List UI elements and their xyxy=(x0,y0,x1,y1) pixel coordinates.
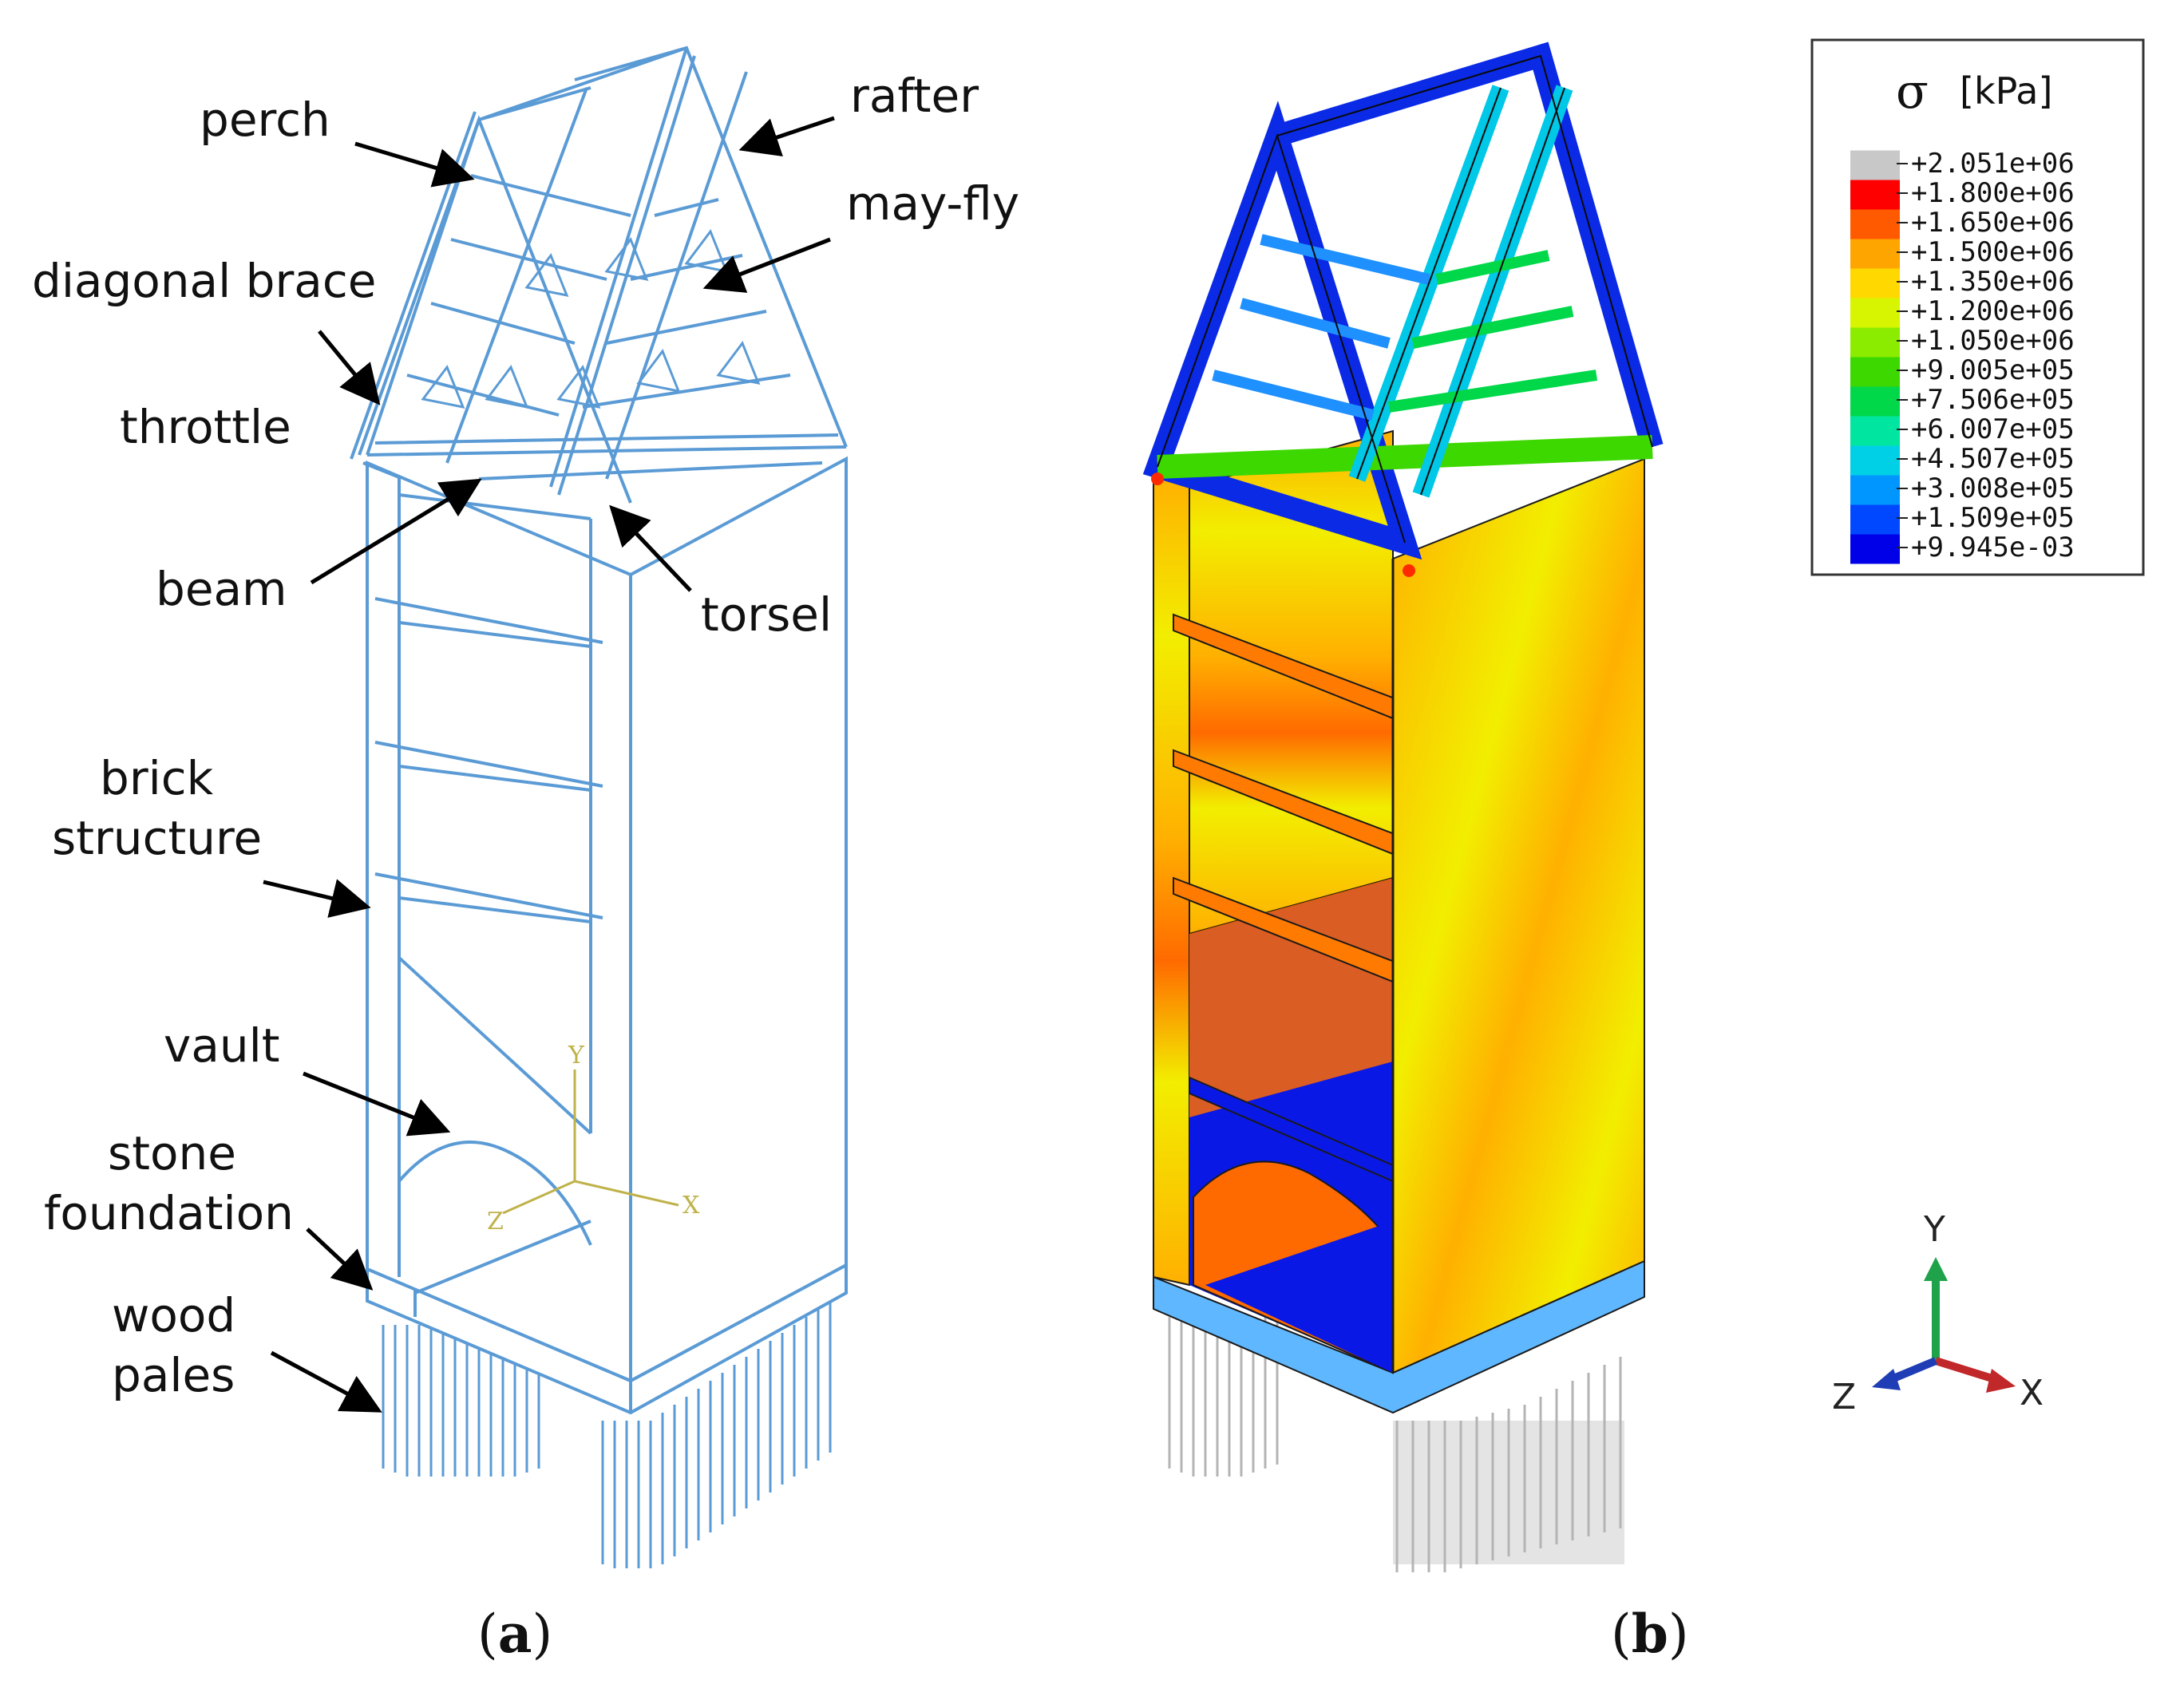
left-wall-contour xyxy=(1153,473,1190,1287)
legend-swatch xyxy=(1850,298,1900,328)
legend-value: +4.507e+05 xyxy=(1911,443,2075,475)
legend-value: +1.350e+06 xyxy=(1911,266,2075,298)
legend-value: +6.007e+05 xyxy=(1911,413,2075,445)
legend-swatch xyxy=(1850,416,1900,446)
vault-arch xyxy=(398,1141,592,1295)
label-wood-line2: pales xyxy=(112,1348,235,1402)
panel-a-model: Y X Z xyxy=(350,45,848,1568)
stress-legend: σ [kPa] +2.051e+06+1.800e+06+1.650e+06+1… xyxy=(1810,38,2145,576)
label-torsel: torsel xyxy=(701,587,832,642)
legend-value: +3.008e+05 xyxy=(1911,472,2075,504)
roof-truss xyxy=(350,45,848,504)
label-vault: vault xyxy=(164,1018,279,1073)
legend-value: +1.509e+05 xyxy=(1911,502,2075,534)
caption-b: (b) xyxy=(1611,1603,1689,1665)
roof-contour xyxy=(1142,42,1664,560)
legend-swatch xyxy=(1850,445,1900,476)
legend-swatch xyxy=(1850,386,1900,417)
triad-x-label: X xyxy=(2020,1373,2044,1413)
label-diagonal-brace: diagonal brace xyxy=(32,254,376,308)
label-stone-line1: stone xyxy=(108,1126,236,1180)
legend-swatch xyxy=(1850,475,1900,505)
legend-value: +1.050e+06 xyxy=(1911,325,2075,357)
legend-value: +1.800e+06 xyxy=(1911,177,2075,209)
legend-value: +9.945e-03 xyxy=(1911,532,2075,563)
legend-swatch xyxy=(1850,180,1900,210)
label-beam: beam xyxy=(156,562,287,616)
label-brick-line2: structure xyxy=(52,811,262,865)
wood-pales-left xyxy=(382,1325,540,1477)
legend-swatch xyxy=(1850,357,1900,387)
right-wall-contour xyxy=(1392,457,1645,1374)
axis-x-label: X xyxy=(682,1192,700,1220)
legend-swatch xyxy=(1850,268,1900,298)
axis-z-label: Z xyxy=(487,1208,504,1235)
legend-value: +1.500e+06 xyxy=(1911,236,2075,268)
legend-swatch xyxy=(1850,504,1900,535)
legend-unit: [kPa] xyxy=(1960,69,2052,113)
pales-contour-left xyxy=(1168,1317,1279,1477)
model-axis-triad: Y X Z xyxy=(487,1042,700,1235)
label-stone-line2: foundation xyxy=(44,1186,294,1240)
label-may-fly: may-fly xyxy=(846,176,1019,231)
legend-value: +7.506e+05 xyxy=(1911,384,2075,416)
legend-swatch xyxy=(1850,239,1900,269)
legend-value: +2.051e+06 xyxy=(1911,148,2075,180)
legend-swatch xyxy=(1850,209,1900,239)
legend-swatch xyxy=(1850,534,1900,564)
global-axis-triad: Y X Z xyxy=(1832,1209,2044,1417)
wood-pales-right xyxy=(601,1301,832,1568)
legend-value: +1.650e+06 xyxy=(1911,207,2075,239)
legend-value: +9.005e+05 xyxy=(1911,354,2075,386)
label-brick-line1: brick xyxy=(100,751,214,805)
label-rafter: rafter xyxy=(850,69,979,123)
label-throttle: throttle xyxy=(120,400,291,454)
panel-b-contour xyxy=(1142,42,1664,1572)
label-wood-line1: wood xyxy=(112,1288,235,1342)
label-perch: perch xyxy=(200,93,330,147)
triad-z-label: Z xyxy=(1832,1377,1856,1417)
legend-swatch xyxy=(1850,150,1900,180)
pales-contour-right xyxy=(1393,1357,1624,1572)
triad-y-label: Y xyxy=(1923,1209,1945,1250)
axis-y-label: Y xyxy=(568,1042,585,1069)
legend-symbol: σ xyxy=(1896,64,1929,120)
panel-a-annotations: perch rafter may-fly diagonal brace thro… xyxy=(32,69,1019,1413)
legend-value: +1.200e+06 xyxy=(1911,295,2075,327)
caption-a: (a) xyxy=(477,1603,552,1665)
legend-swatch xyxy=(1850,327,1900,358)
